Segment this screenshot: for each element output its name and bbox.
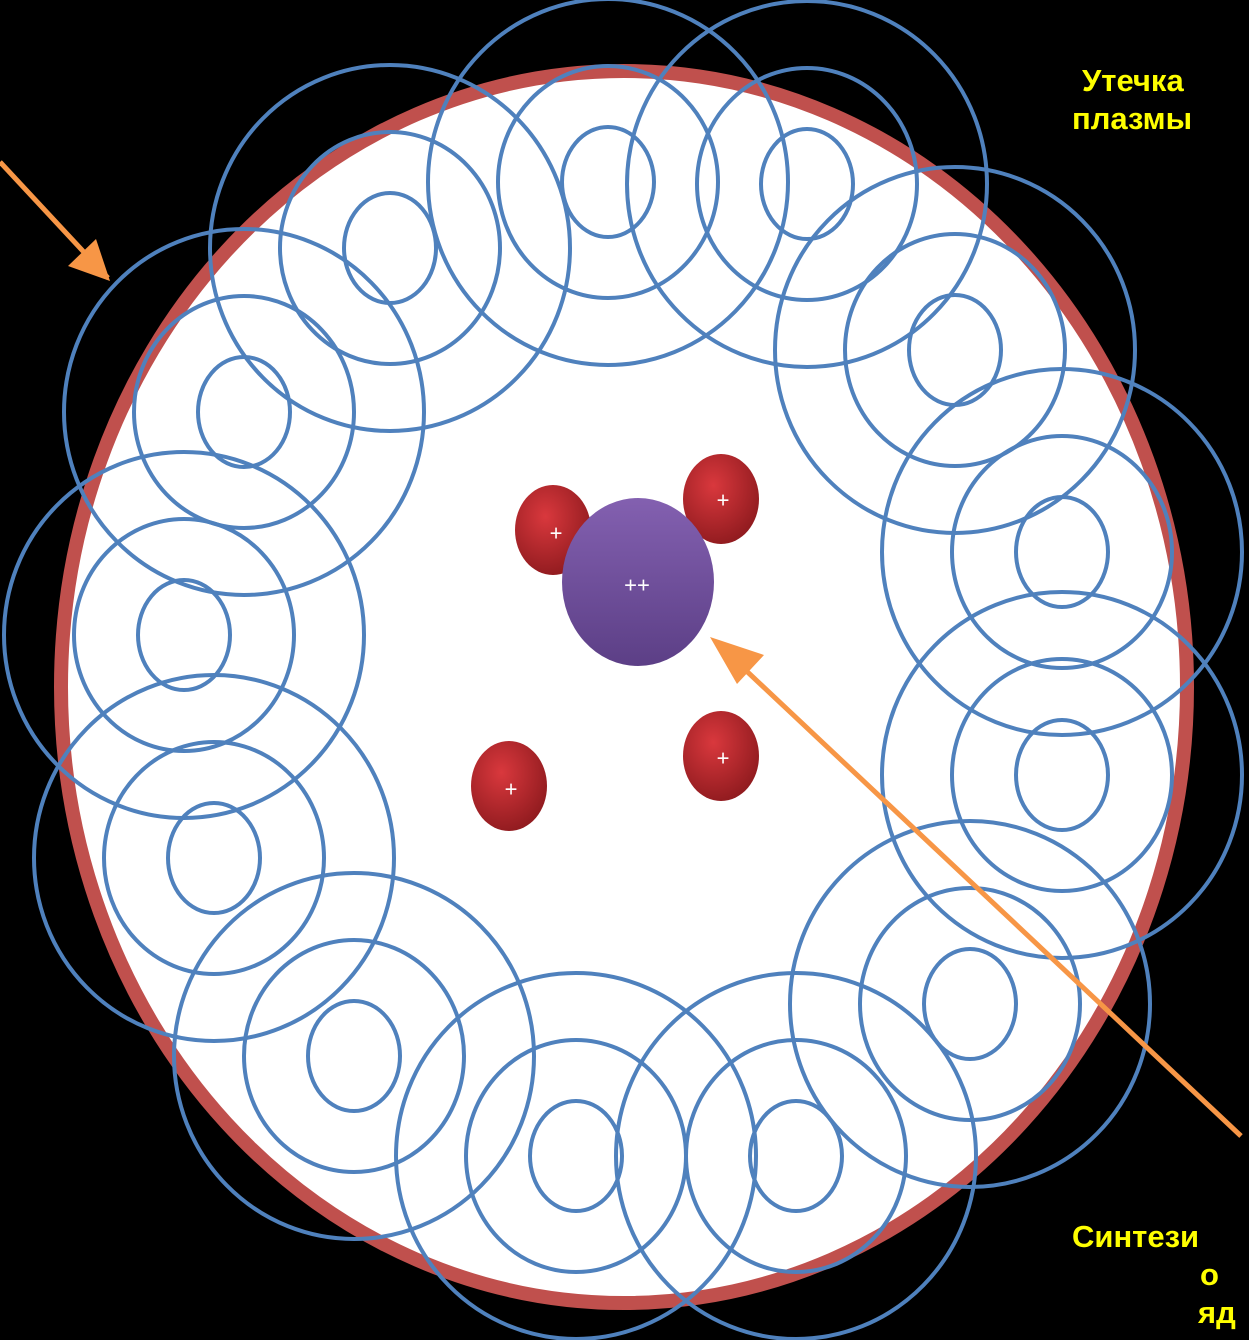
proton-4: +: [471, 741, 547, 831]
plasma-leak-label-line1: Утечка: [1082, 62, 1192, 100]
nucleus-charge-label: ++: [624, 573, 650, 598]
plasma-leak-label-line2: плазмы: [1072, 100, 1192, 138]
nucleus: ++: [562, 498, 714, 666]
proton-charge-label: +: [717, 488, 730, 513]
synthesis-label-line2: о: [1200, 1256, 1236, 1294]
proton-charge-label: +: [550, 521, 563, 546]
proton-3: +: [683, 711, 759, 801]
synthesis-label-line3: яд: [1198, 1294, 1236, 1332]
proton-charge-label: +: [717, 746, 730, 771]
proton-charge-label: +: [505, 777, 518, 802]
plasma-leak-label: Утечка плазмы: [1082, 62, 1192, 138]
synthesis-label: Синтези о яд: [1072, 1218, 1236, 1332]
arrow-leak: [0, 162, 110, 281]
synthesis-label-line1: Синтези: [1072, 1218, 1236, 1256]
